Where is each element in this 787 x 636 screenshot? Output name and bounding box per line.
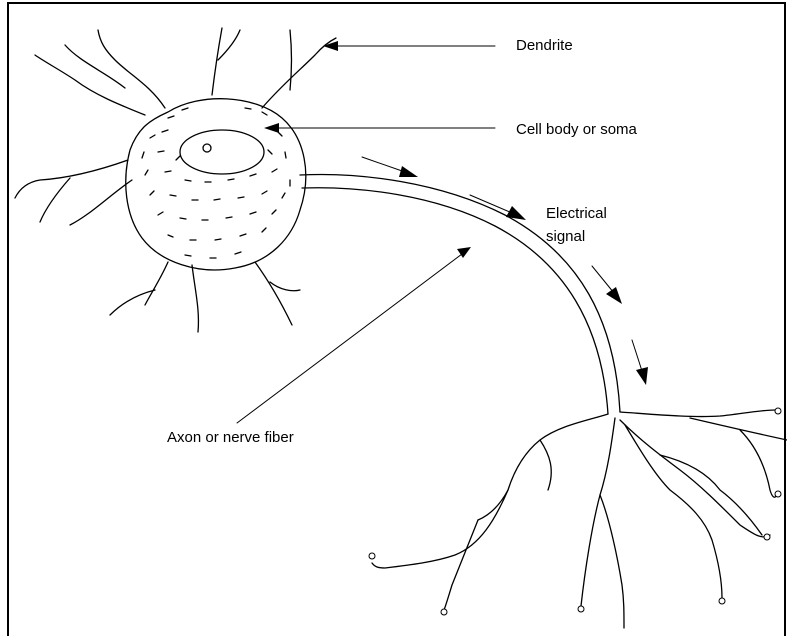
- soma-pointer-head: [264, 123, 279, 133]
- signal-arrows: [362, 157, 648, 385]
- dendrite-pointer-head: [323, 41, 338, 51]
- nucleolus: [203, 144, 211, 152]
- label-signal-line2: signal: [546, 228, 585, 245]
- soma-dendrites: [15, 28, 336, 332]
- label-dendrite: Dendrite: [516, 37, 573, 54]
- label-signal-line1: Electrical: [546, 205, 607, 222]
- nucleus: [180, 130, 264, 174]
- label-axon: Axon or nerve fiber: [167, 429, 294, 446]
- diagram-border: [8, 3, 785, 636]
- label-soma: Cell body or soma: [516, 121, 638, 138]
- axon-terminals: [369, 408, 787, 628]
- axon-pointer-line: [237, 254, 462, 423]
- pointer-arrows: [237, 41, 495, 423]
